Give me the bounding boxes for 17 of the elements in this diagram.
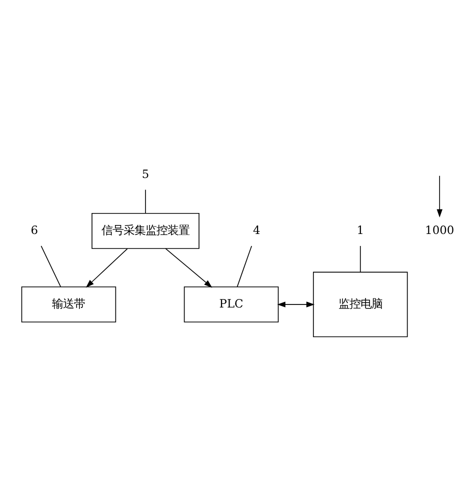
connector	[360, 245, 361, 272]
node-text: 1	[356, 222, 364, 236]
node-text: 1000	[425, 222, 454, 236]
node-box: PLC	[184, 286, 279, 322]
node-box: 信号采集监控装置	[92, 212, 200, 248]
arrow	[86, 248, 128, 288]
connector	[145, 188, 146, 214]
connector	[236, 245, 252, 287]
node-box: 监控电脑	[312, 271, 408, 337]
node-text: 6	[30, 222, 38, 236]
arrow	[436, 174, 442, 217]
arrow	[165, 248, 212, 288]
connector	[40, 245, 62, 287]
arrow	[277, 301, 315, 307]
node-text: 5	[142, 166, 150, 180]
node-box: 输送带	[21, 286, 116, 322]
node-text: 4	[252, 222, 260, 236]
